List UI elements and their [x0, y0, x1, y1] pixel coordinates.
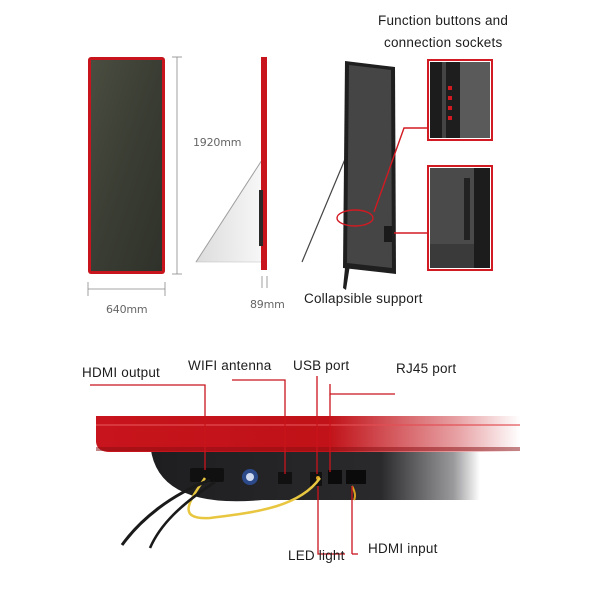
detail-box-function-buttons [427, 59, 493, 141]
depth-dimension-label: 89mm [250, 298, 285, 311]
function-buttons-callout-line1: Function buttons and [378, 13, 509, 28]
detail-box-connection-sockets [427, 165, 493, 271]
front-view-panel [88, 57, 165, 274]
black-cable-1 [120, 478, 211, 546]
usb-port-label: USB port [293, 358, 350, 373]
black-cable-2 [148, 480, 216, 549]
perspective-view-panel [301, 61, 396, 290]
height-dimension-label: 1920mm [193, 136, 242, 149]
rj45-port-label: RJ45 port [396, 361, 457, 376]
hdmi-input-port [346, 470, 366, 484]
hdmi-output-label: HDMI output [82, 365, 160, 380]
width-dimension-label: 640mm [106, 303, 148, 316]
wifi-antenna-label: WIFI antenna [188, 358, 272, 373]
function-buttons-callout-line2: connection sockets [384, 35, 503, 50]
bottom-closeup [96, 416, 520, 549]
bottom-callout-lines [90, 376, 395, 555]
led-light-label: LED light [288, 548, 345, 563]
hdmi-input-label: HDMI input [368, 541, 438, 556]
rj45-port [328, 470, 342, 484]
hdmi-output-port [190, 468, 224, 482]
dimension-lines [87, 56, 268, 296]
side-view-panel [195, 57, 267, 270]
usb-port [310, 472, 322, 486]
collapsible-support-label: Collapsible support [304, 291, 423, 306]
callout-lines [373, 127, 428, 234]
